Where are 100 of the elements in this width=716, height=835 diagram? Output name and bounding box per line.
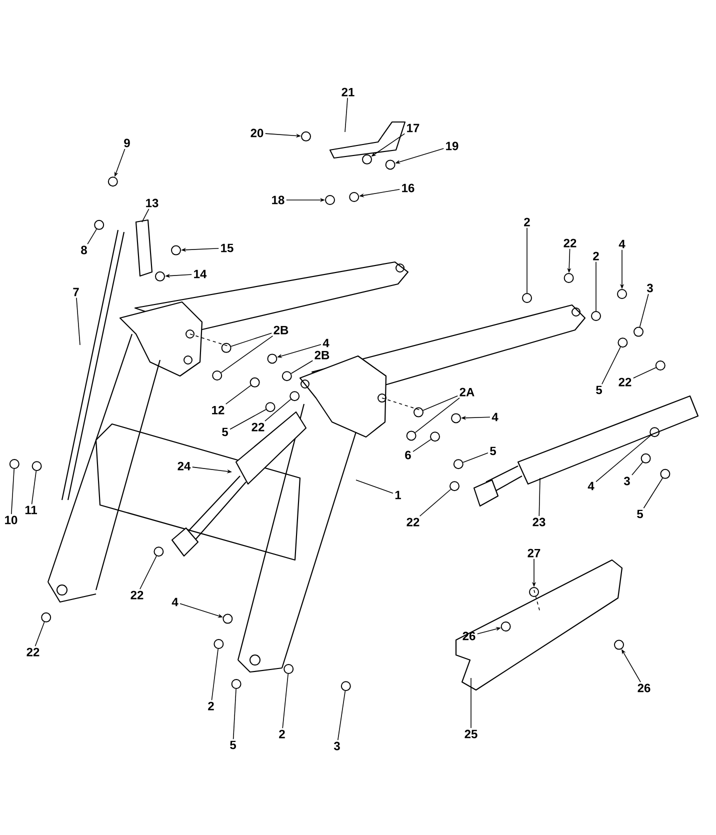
small-part: [522, 293, 532, 303]
leader-line: [282, 674, 288, 729]
leader-line: [639, 294, 649, 328]
callout-number: 21: [342, 88, 354, 96]
small-part: [171, 245, 181, 256]
callout-number: 2: [524, 218, 530, 226]
callout-number: 10: [5, 516, 18, 524]
small-part: [340, 681, 351, 692]
leader-line: [264, 398, 292, 422]
small-part: [212, 370, 222, 380]
leader-line: [462, 452, 488, 463]
callout-number: 4: [322, 338, 330, 348]
callout-number: 16: [402, 184, 414, 192]
leader-line: [422, 396, 458, 411]
small-part: [655, 360, 666, 370]
leader-line: [538, 478, 540, 516]
callout-number: 1: [395, 490, 401, 500]
small-part: [94, 220, 104, 230]
callout-number: 22: [406, 518, 420, 526]
small-part: [529, 587, 539, 597]
small-part: [154, 546, 164, 557]
leader-line: [526, 227, 528, 294]
callout-number: 4: [492, 412, 498, 422]
callout-number: 2: [279, 730, 285, 738]
small-part: [591, 311, 601, 321]
leader-line: [290, 360, 314, 374]
callout-number: 2B: [274, 326, 288, 334]
small-part: [617, 289, 627, 299]
callout-number: 24: [178, 462, 191, 470]
callout-number: 4: [588, 482, 594, 490]
leader-line: [10, 468, 14, 514]
small-part: [450, 481, 460, 492]
small-part: [9, 459, 20, 469]
small-part: [614, 640, 624, 650]
small-part: [41, 612, 52, 622]
small-part: [349, 192, 360, 202]
small-part: [453, 459, 464, 470]
callout-number: 4: [172, 598, 178, 606]
callout-number: 3: [646, 284, 653, 292]
leader-line: [344, 98, 348, 132]
small-part: [660, 468, 670, 479]
leader-line: [643, 478, 663, 509]
leader-line: [337, 690, 346, 740]
callout-number: 7: [73, 288, 79, 296]
leader-line: [142, 208, 150, 222]
callout-number: 23: [532, 518, 546, 526]
leader-line: [211, 648, 218, 701]
callout-number: 11: [25, 506, 37, 514]
callout-number: 5: [637, 510, 643, 518]
small-part: [221, 342, 232, 353]
callout-number: 2B: [314, 350, 330, 360]
small-part: [500, 622, 511, 632]
leader-line: [230, 332, 272, 347]
leader-line: [232, 688, 236, 740]
leader-line: [356, 480, 394, 494]
callout-number: 25: [464, 730, 478, 738]
leader-line: [140, 556, 157, 590]
leader-line: [470, 678, 472, 728]
small-part: [640, 453, 651, 464]
callout-number: 3: [624, 476, 630, 486]
callout-number: 12: [212, 406, 224, 414]
callout-number: 22: [130, 590, 144, 600]
small-part: [301, 131, 311, 142]
small-part: [250, 377, 260, 388]
leader-line: [87, 228, 97, 244]
leader-line: [31, 470, 37, 505]
callout-number: 22: [26, 648, 40, 656]
small-part: [362, 154, 372, 164]
callout-number: 18: [272, 196, 284, 204]
leader-line: [632, 367, 656, 378]
callout-number: 5: [230, 740, 236, 750]
small-part: [108, 176, 118, 187]
small-part: [282, 371, 292, 382]
small-part: [155, 271, 165, 282]
leader-line: [220, 336, 274, 373]
callout-number: 13: [146, 198, 158, 208]
small-part: [414, 407, 424, 418]
leader-line: [632, 462, 643, 476]
leader-line: [414, 398, 460, 434]
small-part: [406, 430, 416, 441]
small-part: [451, 413, 461, 424]
callout-number: 14: [194, 270, 207, 278]
leader-line: [225, 385, 252, 405]
callout-number: 2A: [460, 388, 474, 396]
small-part: [32, 461, 42, 472]
small-part: [325, 195, 335, 205]
small-part: [231, 679, 242, 689]
callout-number: 8: [81, 246, 87, 254]
callout-number: 27: [528, 548, 540, 558]
small-part: [290, 391, 300, 402]
callout-number: 4: [618, 240, 626, 248]
small-part: [430, 432, 440, 442]
callout-number: 15: [221, 244, 234, 252]
small-part: [222, 614, 233, 624]
small-part: [650, 427, 660, 438]
callout-number: 5: [490, 446, 496, 456]
callout-number: 5: [222, 428, 228, 436]
callout-number: 26: [462, 632, 476, 640]
callout-number: 19: [446, 142, 458, 150]
callout-number: 22: [564, 238, 576, 248]
